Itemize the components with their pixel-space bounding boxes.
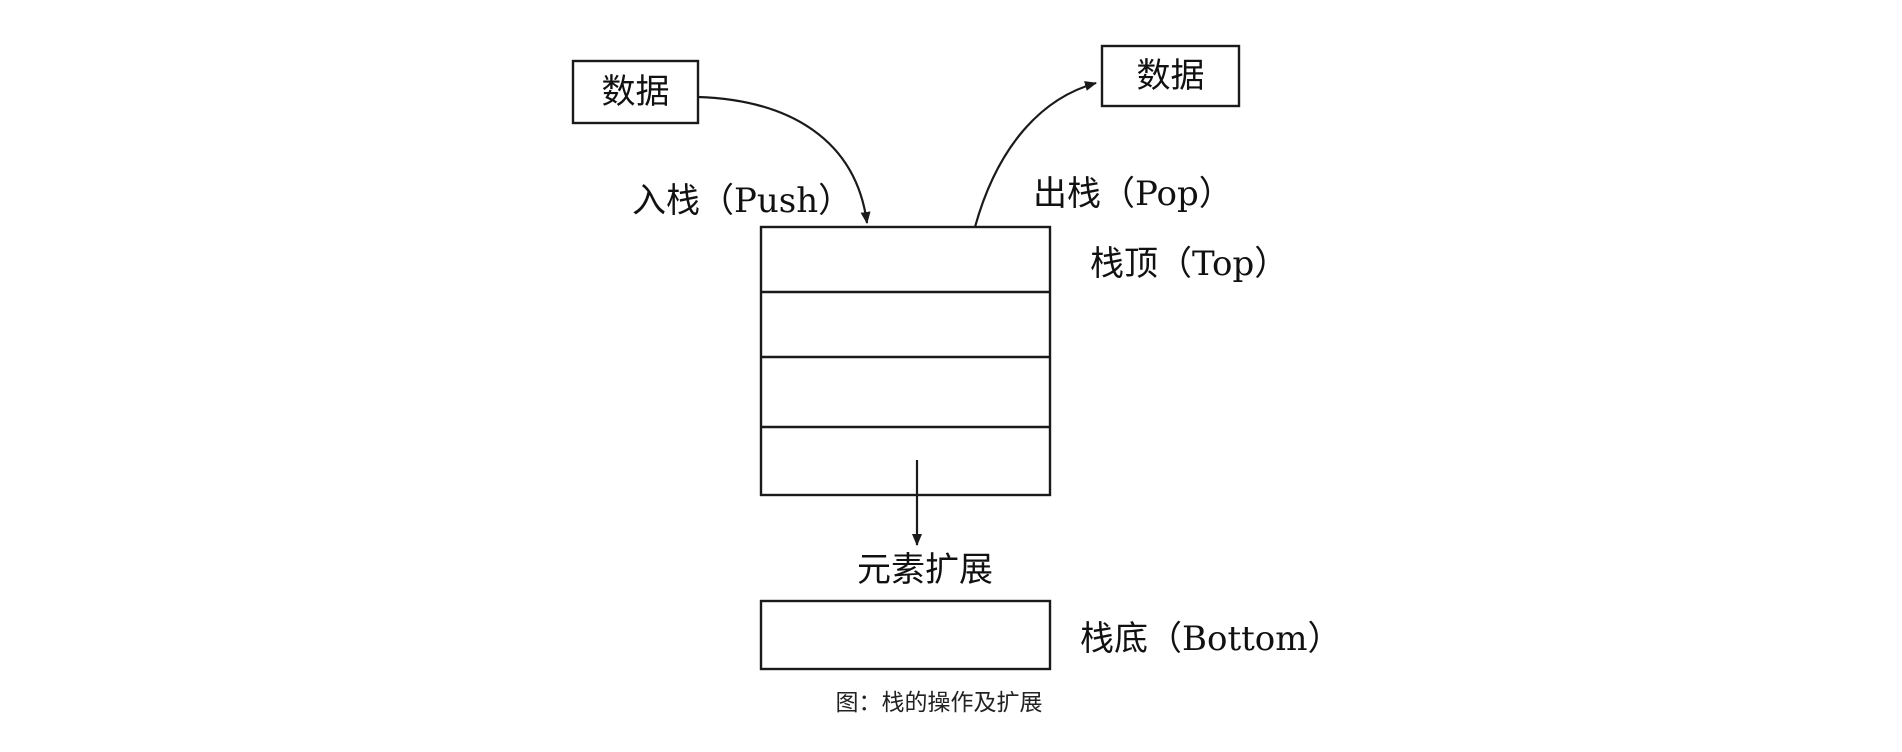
pop-arrow [973,81,1097,228]
stack-body [759,225,1052,497]
figure-caption: 图：栈的操作及扩展 [836,690,1043,716]
stack-bottom-cell [759,599,1052,671]
push-arrow [697,95,871,224]
data-out-box: 数据 [1100,44,1241,108]
data-out-box-label: 数据 [1137,56,1205,96]
pop-label: 出栈（Pop） [1033,174,1233,214]
push-label: 入栈（Push） [632,181,852,221]
stack-bottom-label: 栈底（Bottom） [1080,619,1342,659]
data-in-box: 数据 [571,59,700,125]
stack-top-label: 栈顶（Top） [1090,244,1288,284]
data-in-box-label: 数据 [602,72,670,112]
expand-label: 元素扩展 [857,550,993,590]
